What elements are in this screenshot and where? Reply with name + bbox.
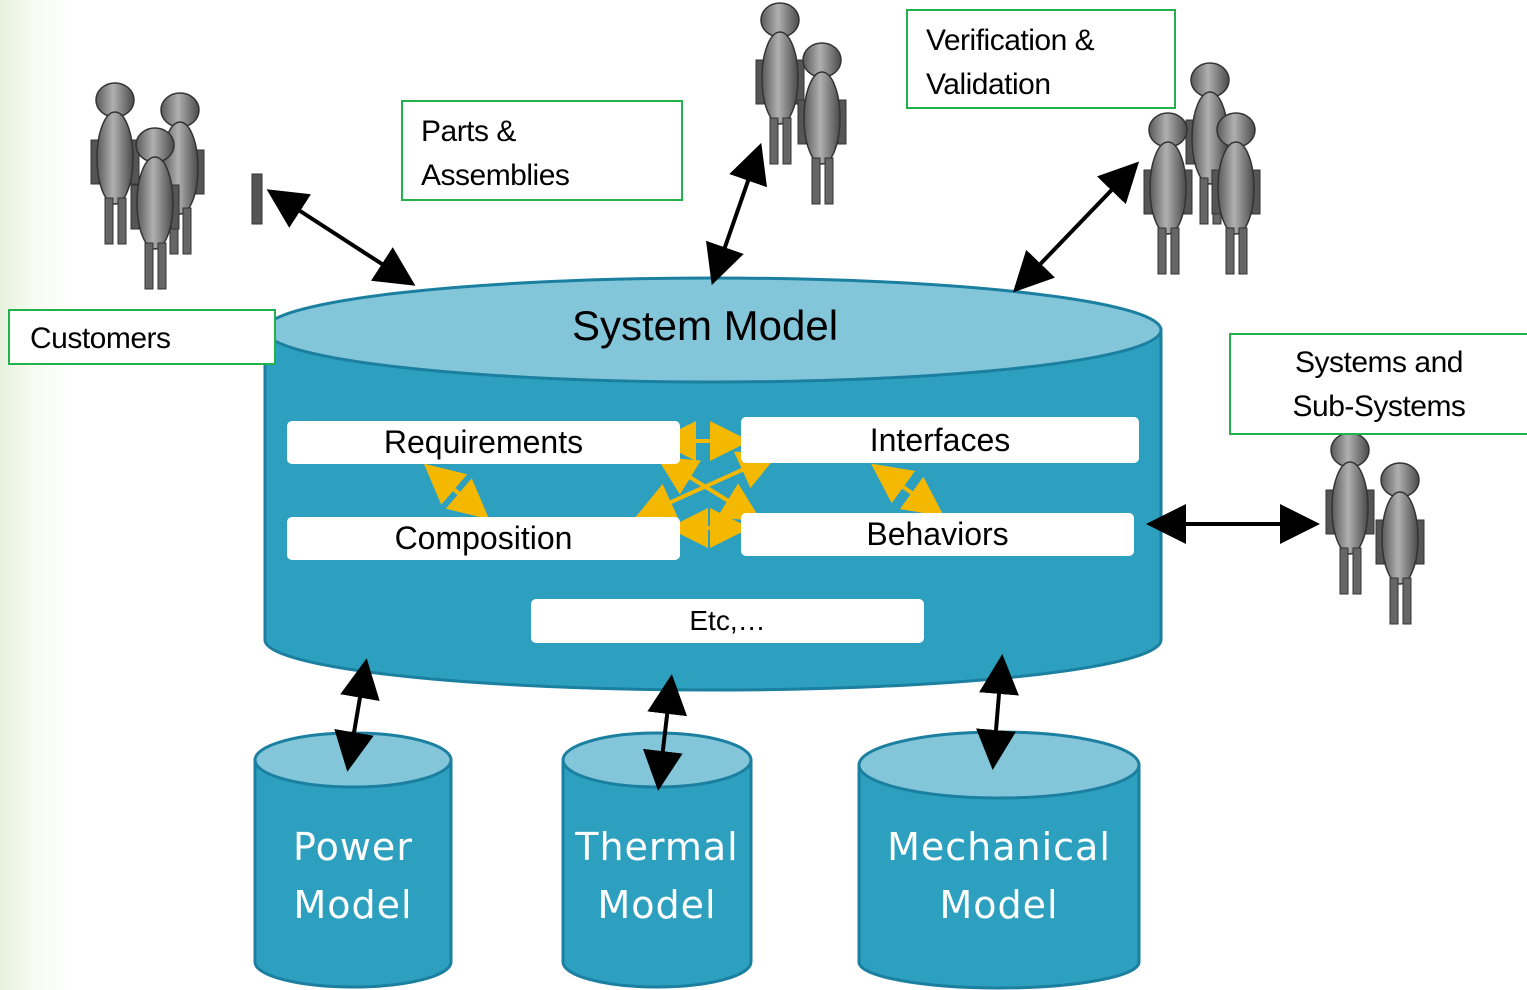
thermal-arrow bbox=[642, 674, 688, 791]
customers-people-icon bbox=[90, 82, 263, 290]
behaviors-box: Behaviors bbox=[741, 513, 1134, 556]
mechanical-model-label: Mechanical Model bbox=[887, 825, 1111, 927]
thermal-model-cylinder bbox=[561, 731, 753, 989]
verification-validation-label: Verification & Validation bbox=[906, 9, 1176, 109]
subsystems-people-icon bbox=[1325, 432, 1425, 625]
system-model-title: System Model bbox=[571, 302, 839, 349]
composition-interfaces-arrow bbox=[634, 451, 779, 521]
interfaces-box: Interfaces bbox=[741, 417, 1139, 463]
requirements-box: Requirements bbox=[287, 421, 680, 464]
power-model-label: Power Model bbox=[293, 825, 413, 927]
thermal-model-label: Thermal Model bbox=[575, 825, 739, 927]
customers-label: Customers bbox=[8, 309, 276, 365]
etc-box: Etc,… bbox=[531, 599, 924, 643]
customers-arrow bbox=[266, 189, 416, 286]
power-arrow bbox=[334, 658, 380, 772]
composition-box: Composition bbox=[287, 517, 680, 560]
req-composition-arrow bbox=[423, 463, 490, 520]
parts-people-icon bbox=[755, 2, 847, 205]
parts-assemblies-label: Parts & Assemblies bbox=[401, 100, 683, 201]
systems-subsystems-label: Systems and Sub-Systems bbox=[1229, 333, 1527, 435]
verification-arrow bbox=[1012, 161, 1140, 293]
parts-arrow bbox=[706, 142, 767, 286]
mechanical-arrow bbox=[976, 654, 1019, 770]
slide-accent-gradient bbox=[0, 0, 70, 990]
interfaces-behaviors-arrow bbox=[871, 463, 944, 517]
